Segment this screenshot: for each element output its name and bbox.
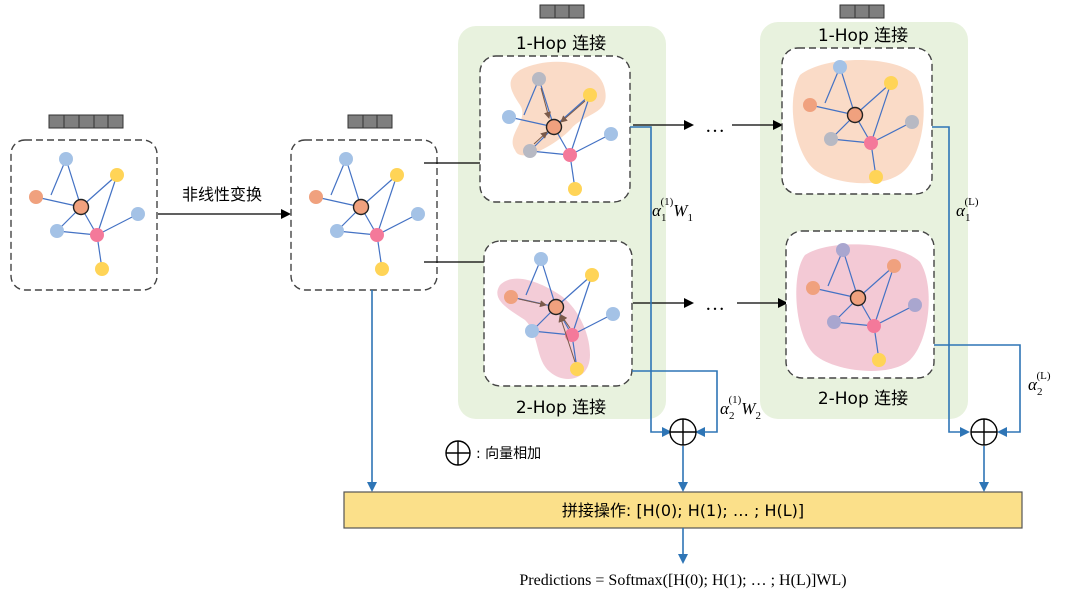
input-graph-box <box>10 139 158 291</box>
hop2-graph <box>504 252 620 376</box>
hopL1-graph <box>803 60 919 184</box>
feature-bar-hop1 <box>539 4 585 19</box>
predictions-text: Predictions = Softmax([H(0); H(1); … ; H… <box>519 572 846 589</box>
legend-add: : 向量相加 <box>445 440 541 466</box>
feature-bar-transformed <box>347 114 393 129</box>
hopL-top-label: 1-Hop 连接 <box>818 26 908 46</box>
input-graph <box>29 152 145 276</box>
ellipsis-top: … <box>705 115 725 137</box>
add-circle-2 <box>970 418 998 446</box>
hop2-bottom-label: 2-Hop 连接 <box>516 398 606 418</box>
feature-bar-input <box>48 114 124 129</box>
hop1-graph <box>502 72 618 196</box>
alpha-label-1-L: α1(L) <box>956 196 979 224</box>
svg-text:: 向量相加: : 向量相加 <box>476 446 541 462</box>
concat-text: 拼接操作: [H(0); H(1); … ; H(L)] <box>562 501 804 520</box>
alpha-label-2-L: α2(L) <box>1028 370 1051 398</box>
feature-bar-hopL <box>839 4 885 19</box>
transformed-graph <box>309 152 425 276</box>
transformed-graph-box <box>290 139 438 291</box>
svg-text:α1(1)W1: α1(1)W1 <box>652 196 693 224</box>
concat-box <box>343 491 1023 529</box>
svg-text:α1(L): α1(L) <box>956 196 979 224</box>
hopL-bottom-label: 2-Hop 连接 <box>818 389 908 409</box>
hopL2-highlight <box>796 244 929 371</box>
svg-text:α2(1)W2: α2(1)W2 <box>720 394 761 422</box>
hop1-top-label: 1-Hop 连接 <box>516 34 606 54</box>
transform-label: 非线性变换 <box>182 185 262 204</box>
alpha-label-1-1: α1(1)W1 <box>652 196 693 224</box>
svg-text:α2(L): α2(L) <box>1028 370 1051 398</box>
hop1-highlight <box>510 61 606 156</box>
alpha-label-2-1: α2(1)W2 <box>720 394 761 422</box>
ellipsis-bottom: … <box>705 293 725 315</box>
hop2-highlight <box>497 278 590 379</box>
hopL2-graph <box>806 243 922 367</box>
add-circle-1 <box>669 418 697 446</box>
